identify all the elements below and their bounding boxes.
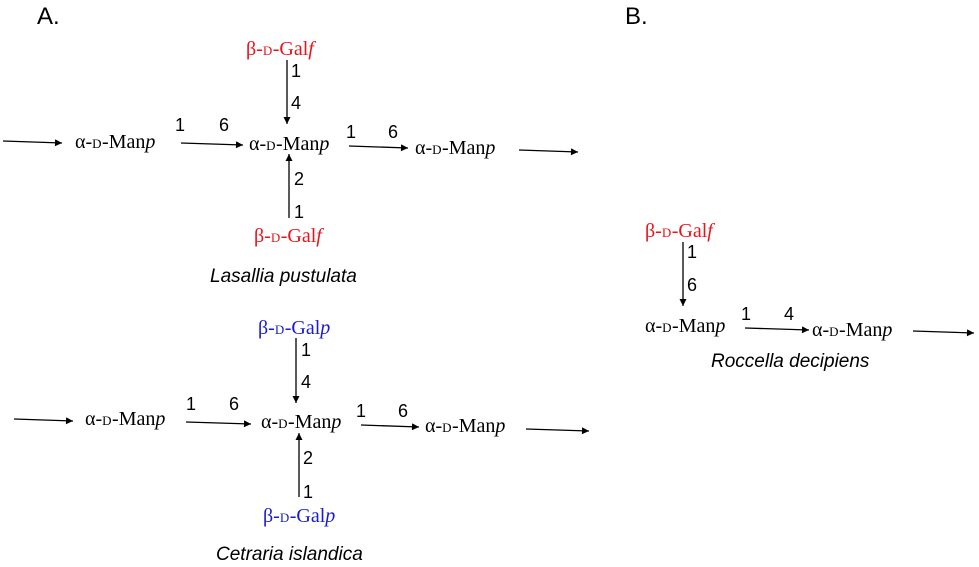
- s2-backbone-sugar-1: α-D-Manp: [85, 408, 166, 430]
- s1-branch-bottom-sugar: β-D-Galf: [254, 225, 322, 247]
- s3-chain-out-arrow: [912, 329, 975, 337]
- s2-backbone-sugar-2: α-D-Manp: [261, 411, 342, 433]
- s2-branch-top-to: 4: [301, 372, 312, 392]
- s2-backbone-sugar-3: α-D-Manp: [425, 415, 506, 437]
- s3-branch-top-to: 6: [687, 275, 698, 295]
- s1-branch-bottom-from: 1: [294, 202, 305, 222]
- s3-link1-arrow: [744, 326, 810, 334]
- s1-backbone-sugar-3: α-D-Manp: [415, 137, 496, 159]
- s3-backbone-sugar-2: α-D-Manp: [812, 319, 893, 341]
- s1-link1-arrow: [180, 141, 244, 149]
- s2-species-name: Cetraria islandica: [216, 544, 363, 565]
- s2-link1-from: 1: [186, 394, 197, 414]
- s1-backbone-sugar-1: α-D-Manp: [75, 131, 156, 153]
- s2-link2-from: 1: [356, 401, 367, 421]
- s3-backbone-sugar-1: α-D-Manp: [645, 315, 726, 337]
- s3-species-name: Roccella decipiens: [711, 351, 870, 372]
- s1-backbone-sugar-2: α-D-Manp: [249, 133, 330, 155]
- s1-chain-in-arrow: [2, 139, 63, 147]
- s1-link2-to: 6: [388, 122, 399, 142]
- s1-branch-bottom-to: 2: [294, 169, 305, 189]
- s1-branch-top-from: 1: [291, 61, 302, 81]
- s3-branch-top-sugar: β-D-Galf: [645, 220, 713, 242]
- s2-link2-to: 6: [398, 401, 409, 421]
- s3-link1-from: 1: [741, 304, 752, 324]
- panel-b-label: B.: [625, 3, 648, 30]
- s1-species-name: Lasallia pustulata: [210, 266, 357, 287]
- s1-link1-to: 6: [219, 115, 230, 135]
- s2-branch-bottom-to: 2: [303, 448, 314, 468]
- s2-link1-arrow: [185, 420, 252, 428]
- s2-branch-bottom-sugar: β-D-Galp: [263, 505, 336, 527]
- s2-chain-in-arrow: [13, 417, 74, 425]
- s1-chain-out-arrow: [518, 148, 579, 156]
- s2-branch-bottom-from: 1: [303, 482, 314, 502]
- s2-branch-top-sugar: β-D-Galp: [258, 317, 331, 339]
- panel-a-label: A.: [37, 3, 60, 30]
- s3-branch-top-from: 1: [687, 242, 698, 262]
- s1-branch-top-sugar: β-D-Galf: [246, 38, 314, 60]
- s1-link1-from: 1: [175, 115, 186, 135]
- s1-link2-from: 1: [346, 122, 357, 142]
- s1-branch-top-to: 4: [291, 93, 302, 113]
- s1-link2-arrow: [348, 144, 409, 152]
- s2-chain-out-arrow: [525, 427, 590, 435]
- s3-link1-to: 4: [784, 304, 795, 324]
- s2-link1-to: 6: [229, 394, 240, 414]
- s2-link2-arrow: [360, 423, 420, 431]
- s2-branch-top-from: 1: [301, 340, 312, 360]
